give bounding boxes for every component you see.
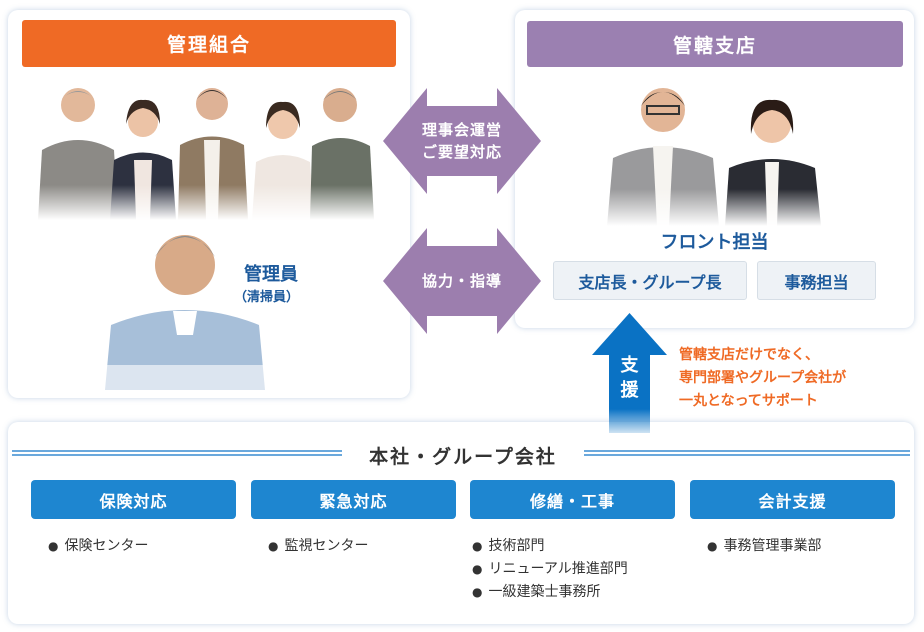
support-arrow: 支 援 [592,313,667,433]
role-office-staff: 事務担当 [757,261,876,300]
double-arrow-icon [383,88,541,194]
dept-accounting: 会計支援 [690,480,895,519]
list-item: 保険センター [48,535,148,558]
arrow-label: 協力・指導 [421,272,502,290]
front-staff-label: フロント担当 [660,232,769,253]
note-line: 管轄支店だけでなく、 [679,347,819,363]
insurance-list: 保険センター [48,535,148,558]
dept-insurance: 保険対応 [31,480,236,519]
management-association-card: 管理組合 管理員 （清掃員） [8,10,410,398]
note-line: 専門部署やグループ会社が [679,370,847,386]
arrow-cooperation: 協力・指導 [383,228,541,334]
association-members-photo [38,80,378,220]
list-item: 事務管理事業部 [707,535,821,558]
up-arrow-icon [592,313,667,433]
role-branch-manager: 支店長・グループ長 [553,261,747,300]
support-note: 管轄支店だけでなく、 専門部署やグループ会社が 一丸となってサポート [679,344,846,413]
arrow-label-line2: ご要望対応 [421,143,502,161]
support-label-1: 支 [620,355,639,376]
accounting-list: 事務管理事業部 [707,535,821,558]
list-item: リニューアル推進部門 [472,558,627,581]
list-item: 技術部門 [472,535,628,558]
management-association-header: 管理組合 [22,20,396,67]
headquarters-title: 本社・グループ会社 [369,446,557,468]
list-item: 一級建築士事務所 [472,581,628,604]
branch-office-header: 管轄支店 [527,21,903,67]
arrow-label-line1: 理事会運営 [421,121,502,139]
repair-list: 技術部門 リニューアル推進部門 一級建築士事務所 [472,535,628,604]
dept-repair: 修繕・工事 [470,480,675,519]
note-line: 一丸となってサポート [679,393,818,409]
title-rule-left [12,450,342,456]
emergency-list: 監視センター [268,535,368,558]
building-manager-label: 管理員 [244,264,298,285]
building-manager-sublabel: （清掃員） [234,290,300,305]
arrow-management-requests: 理事会運営ご要望対応 [383,88,541,194]
building-manager-photo [105,235,265,390]
support-label-2: 援 [620,380,639,401]
title-rule-right [584,450,910,456]
list-item: 監視センター [268,535,368,558]
double-arrow-icon [383,228,541,334]
dept-emergency: 緊急対応 [251,480,456,519]
front-staff-photo [607,78,827,226]
